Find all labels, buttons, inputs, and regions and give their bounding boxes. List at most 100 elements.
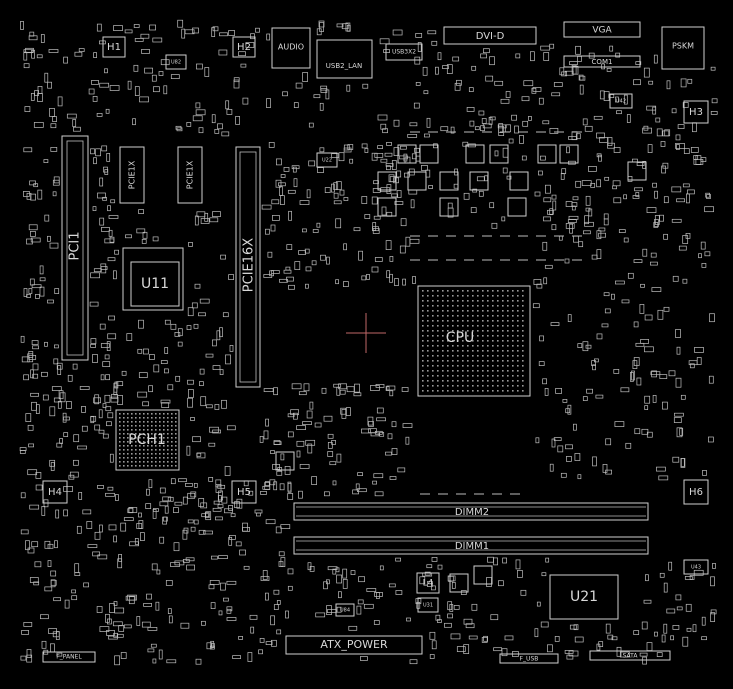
passive-component [531,87,537,94]
passive-component [23,191,30,197]
grid-pad [139,453,141,455]
passive-component [123,624,132,629]
passive-component [155,601,160,611]
sata-label: SATA [623,653,639,660]
passive-component [110,396,119,403]
passive-component [566,146,570,154]
passive-component [92,551,100,557]
passive-component [57,365,62,375]
grid-pad [472,340,474,342]
passive-component [710,66,716,71]
passive-component [86,521,93,529]
grid-pad [151,445,153,447]
passive-component [121,370,127,376]
passive-component [275,526,282,534]
passive-component [28,224,38,231]
grid-pad [447,315,449,317]
grid-pad [452,380,454,382]
grid-pad [135,429,137,431]
u31-chip: U31 [417,597,439,613]
passive-component [654,631,658,637]
passive-component [28,288,33,294]
grid-pad [167,441,169,443]
passive-component [225,100,230,110]
passive-component [173,507,179,513]
grid-pad [155,457,157,459]
passive-component [480,53,487,59]
passive-component [663,233,668,240]
grid-pad [442,330,444,332]
grid-pad [517,345,519,347]
passive-component [483,48,490,54]
passive-component [515,559,521,570]
grid-pad [492,365,494,367]
passive-component [612,180,621,187]
grid-pad [517,300,519,302]
passive-component [90,338,97,344]
passive-component [590,183,596,188]
grid-pad [522,345,524,347]
passive-component [506,175,512,180]
passive-component [671,186,682,193]
grid-pad [163,437,165,439]
passive-component [47,299,54,304]
grid-pad [452,315,454,317]
u21-chip: U21 [549,574,619,620]
passive-component [164,505,169,514]
grid-pad [131,425,133,427]
passive-component [346,84,351,92]
passive-component [710,612,715,622]
vrm-component [377,171,397,191]
passive-component [374,153,384,158]
passive-component [229,535,236,540]
pcie16x-slot: PCIE16X [235,146,261,388]
grid-pad [432,360,434,362]
passive-component [335,279,339,285]
grid-pad [167,417,169,419]
grid-pad [167,433,169,435]
passive-component [146,488,150,496]
passive-component [298,391,307,396]
grid-pad [139,433,141,435]
grid-pad [512,325,514,327]
passive-component [53,176,60,184]
passive-component [102,196,107,201]
passive-component [569,61,578,65]
passive-component [35,472,42,479]
passive-component [557,445,564,453]
passive-component [325,89,330,100]
passive-component [21,630,29,635]
pch-label: PCH1 [128,432,166,448]
grid-pad [457,350,459,352]
grid-pad [472,300,474,302]
grid-pad [492,335,494,337]
grid-pad [432,355,434,357]
passive-component [263,388,274,392]
passive-component [574,453,581,461]
passive-component [37,86,43,94]
grid-pad [477,325,479,327]
grid-pad [467,365,469,367]
passive-component [31,49,35,59]
ps2-label: PSKM [672,42,694,51]
passive-component [584,125,593,132]
passive-component [23,622,33,627]
passive-component [19,447,27,451]
grid-pad [167,425,169,427]
vrm-component [407,171,427,191]
passive-component [136,228,146,234]
passive-component [530,51,535,62]
passive-component [198,127,204,134]
passive-component [24,106,31,112]
pcie1x-slot-a: PCIE1X [119,146,145,204]
passive-component [340,407,347,415]
passive-component [30,237,41,243]
passive-component [218,555,228,559]
grid-pad [517,335,519,337]
passive-component [287,585,293,591]
passive-component [338,152,345,162]
passive-component [338,383,347,390]
passive-component [397,467,406,473]
passive-component [650,252,657,258]
passive-component [211,555,218,560]
